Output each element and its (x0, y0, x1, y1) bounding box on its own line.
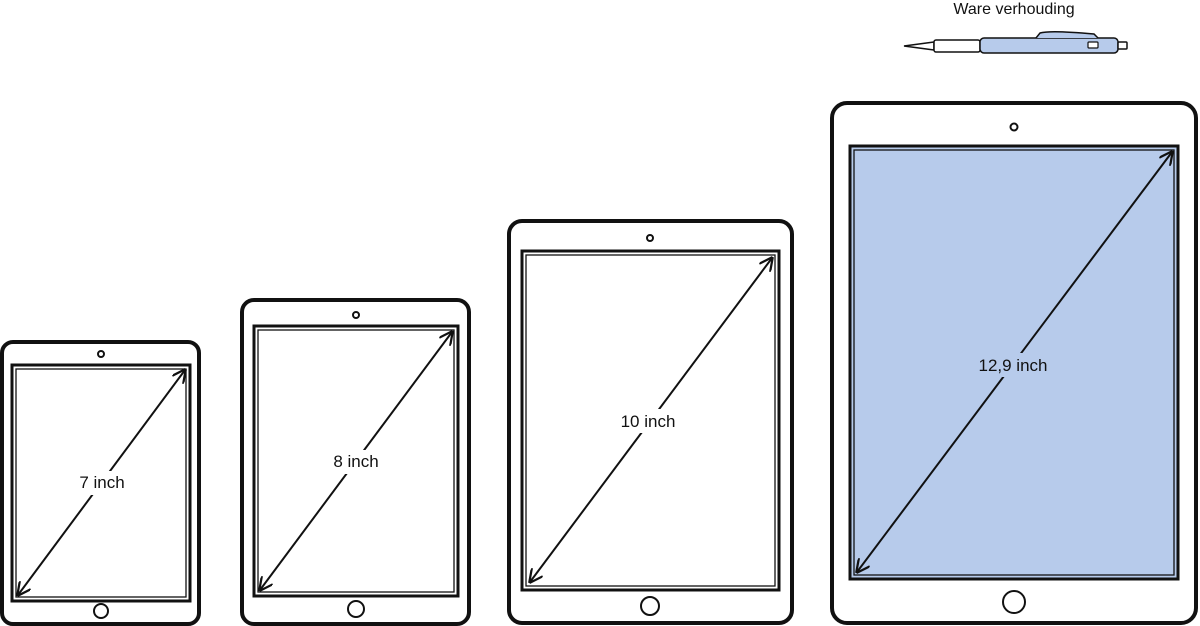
camera-dot (1009, 122, 1019, 132)
pen-caption: Ware verhouding (953, 1, 1074, 18)
pen-scale-reference: Ware verhouding (903, 1, 1128, 54)
tablet-12-9-inch: 12,9 inch (830, 101, 1198, 625)
tablet-size-label: 10 inch (621, 412, 676, 431)
label-backdrop (328, 450, 384, 474)
pen-icon (903, 30, 1128, 54)
label-backdrop (614, 409, 682, 433)
home-button (640, 596, 660, 616)
home-button (1002, 590, 1026, 614)
label-backdrop (970, 353, 1054, 377)
tablet-10-inch: 10 inch (507, 219, 794, 625)
home-button (347, 600, 365, 618)
home-button (93, 603, 109, 619)
tablet-8-inch: 8 inch (240, 298, 471, 626)
camera-dot (97, 350, 105, 358)
label-backdrop (76, 471, 128, 495)
camera-dot (352, 311, 360, 319)
camera-dot (646, 234, 654, 242)
tablet-7-inch: 7 inch (0, 340, 201, 626)
tablet-size-label: 7 inch (79, 473, 124, 492)
tablet-size-label: 8 inch (333, 452, 378, 471)
tablet-size-label: 12,9 inch (979, 356, 1048, 375)
